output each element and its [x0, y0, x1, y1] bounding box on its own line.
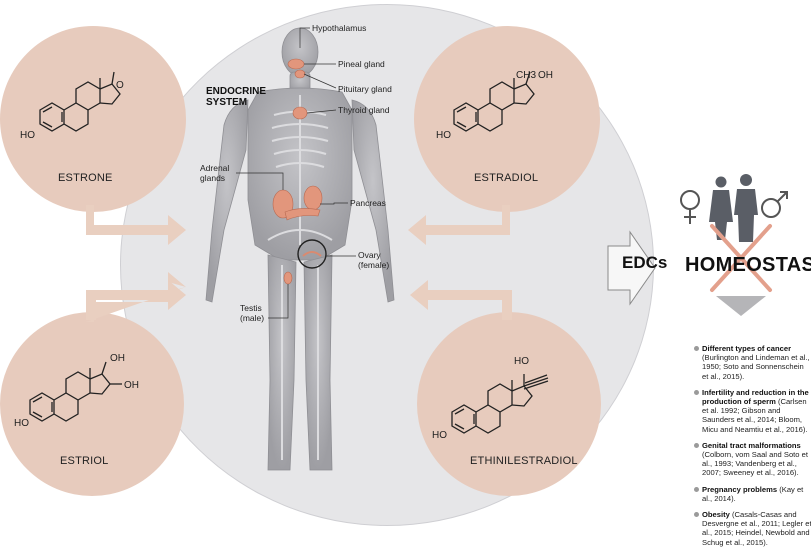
effect-item: Obesity (Casals-Casas and Desvergne et a…: [694, 510, 811, 547]
estradiol-circle: [414, 26, 600, 212]
female-symbol-icon: [680, 190, 700, 224]
arrow-ethin: [410, 280, 512, 320]
estriol-oh-top: OH: [110, 353, 125, 364]
testis-line-2: (male): [240, 313, 265, 323]
estriol-oh-right: OH: [124, 380, 139, 391]
effect-title: Different types of cancer: [702, 344, 792, 353]
thyroid-gland-label: Thyroid gland: [338, 105, 390, 115]
ethinilestradiol-structure: [451, 374, 549, 434]
ethinilestradiol-circle: [417, 312, 601, 496]
estrone-o: O: [116, 80, 124, 91]
effect-title: Pregnancy problems: [702, 484, 778, 494]
effect-title: Genital tract malformations: [702, 440, 801, 450]
estrone-ho: HO: [20, 130, 35, 141]
male-symbol-icon: [761, 191, 788, 218]
testis: [283, 271, 293, 285]
down-triangle-icon: [716, 296, 766, 316]
arrow-estrone: [86, 205, 186, 245]
effect-item: Genital tract malformations (Colborn, vo…: [694, 441, 811, 478]
title-line-2: SYSTEM: [206, 97, 248, 108]
flow-arrows: [86, 205, 512, 322]
organs: [272, 58, 323, 285]
ovary-line-2: (female): [358, 260, 390, 270]
testis-label: Testis (male): [240, 303, 264, 323]
estradiol-ho: HO: [436, 130, 451, 141]
estrone-circle: [0, 26, 186, 212]
man-silhouette-icon: [734, 174, 758, 242]
gender-figures: [680, 174, 788, 242]
testis-line-1: Testis: [240, 303, 262, 313]
estradiol-ch3: CH3: [516, 70, 537, 81]
estriol-ho: HO: [14, 418, 29, 429]
adrenal-glands-label: Adrenal glands: [200, 163, 229, 183]
effect-item: Infertility and reduction in the product…: [694, 388, 811, 434]
adrenal-line-1: Adrenal: [200, 163, 230, 173]
effect-item: Pregnancy problems (Kay et al., 2014).: [694, 485, 811, 503]
estriol-label: ESTRIOL: [60, 455, 109, 467]
pancreas: [284, 208, 321, 221]
estradiol-structure: [453, 71, 535, 132]
ovary: [302, 251, 322, 257]
estradiol-oh: OH: [538, 70, 553, 81]
molecules: [29, 71, 549, 434]
homeostasis-cross-icon: [710, 224, 772, 292]
ovary-circle: [297, 239, 327, 269]
pancreas-label: Pancreas: [350, 198, 386, 208]
effect-item: Different types of cancer (Burlington an…: [694, 344, 811, 381]
edcs-label: EDCs: [622, 253, 668, 272]
pineal-gland-label: Pineal gland: [338, 59, 385, 69]
arrow-estriol: [86, 272, 186, 322]
ovary-line-1: Ovary: [358, 250, 381, 260]
estradiol-label: ESTRADIOL: [474, 172, 539, 184]
skeleton: [267, 95, 333, 460]
ethinilestradiol-label: ETHINILESTRADIOL: [470, 455, 578, 467]
edcs-arrow: [607, 230, 656, 306]
effects-list: Different types of cancer (Burlington an…: [694, 344, 811, 554]
estriol-structure: [29, 361, 122, 422]
leader-lines: [236, 27, 356, 319]
adrenal-gland-right: [303, 185, 323, 211]
pineal-gland: [287, 58, 305, 70]
effect-refs: (Burlington and Lindeman et al., 1950; S…: [702, 353, 810, 381]
thyroid-gland: [292, 106, 308, 120]
effect-refs: (Carlsen et al. 1992; Gibson and Saunder…: [702, 397, 808, 434]
ethin-ho-top: HO: [514, 356, 529, 367]
diagram-graphics: [29, 27, 788, 471]
pituitary-gland: [294, 69, 306, 79]
estrone-structure: [39, 71, 121, 132]
homeostasis-label: HOMEOSTASIS: [685, 254, 811, 276]
title-line-1: ENDOCRINE: [206, 86, 267, 97]
arrow-estriol-b: [86, 280, 186, 320]
effect-refs: (Kay et al., 2014).: [702, 484, 804, 503]
effect-title: Obesity: [702, 510, 730, 520]
estriol-circle: [0, 312, 184, 496]
adrenal-line-2: glands: [200, 173, 226, 183]
ovary-label: Ovary (female): [358, 250, 389, 270]
pituitary-gland-label: Pituitary gland: [338, 84, 392, 94]
hypothalamus-label: Hypothalamus: [312, 23, 367, 33]
effect-refs: (Colborn, vom Saal and Soto et al., 1993…: [702, 450, 808, 478]
estrone-label: ESTRONE: [58, 172, 113, 184]
effect-title: Infertility and reduction in the product…: [702, 387, 809, 407]
endocrine-system-title: ENDOCRINE SYSTEM: [206, 86, 266, 108]
ethin-ho: HO: [432, 430, 447, 441]
arrow-estradiol: [408, 205, 510, 245]
woman-silhouette-icon: [709, 176, 733, 240]
